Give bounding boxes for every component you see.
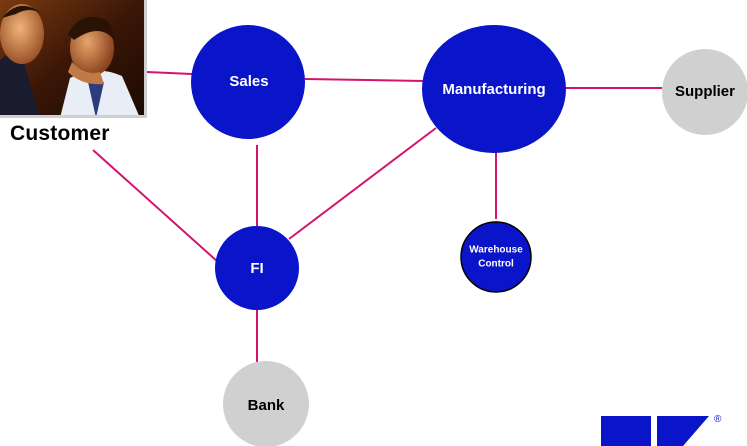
company-logo: ® xyxy=(601,414,722,446)
node-supplier-label: Supplier xyxy=(675,83,735,100)
node-warehouse-circle xyxy=(460,221,532,293)
customer-photo xyxy=(0,0,147,118)
edge-customer-sales xyxy=(146,71,193,75)
node-supplier: Supplier xyxy=(662,49,747,135)
node-manufacturing-label: Manufacturing xyxy=(442,81,545,98)
edge-customer-fi xyxy=(92,149,219,263)
node-sales-label: Sales xyxy=(229,73,268,90)
logo-block-left xyxy=(601,416,651,446)
node-warehouse-label-line1: Warehouse xyxy=(469,245,523,256)
node-bank-label: Bank xyxy=(248,397,285,414)
edge-manufacturing-fi xyxy=(288,127,437,240)
registered-mark: ® xyxy=(714,414,722,425)
node-sales-circle xyxy=(191,25,305,139)
connectors xyxy=(92,71,662,362)
customer-label: Customer xyxy=(10,122,110,145)
node-supplier-circle xyxy=(662,49,747,135)
node-manufacturing: Manufacturing xyxy=(422,25,566,153)
node-fi: FI xyxy=(215,226,299,310)
edge-sales-manufacturing xyxy=(304,78,425,82)
node-warehouse-label-line2: Control xyxy=(478,259,514,270)
node-bank-circle xyxy=(223,361,309,446)
logo-block-right xyxy=(657,416,709,446)
node-fi-label: FI xyxy=(250,260,263,277)
node-manufacturing-circle xyxy=(422,25,566,153)
node-sales: Sales xyxy=(191,25,305,139)
node-warehouse-control: Warehouse Control xyxy=(460,221,532,293)
two-business-people-photo-icon xyxy=(0,0,147,118)
node-bank: Bank xyxy=(223,361,309,446)
node-fi-circle xyxy=(215,226,299,310)
